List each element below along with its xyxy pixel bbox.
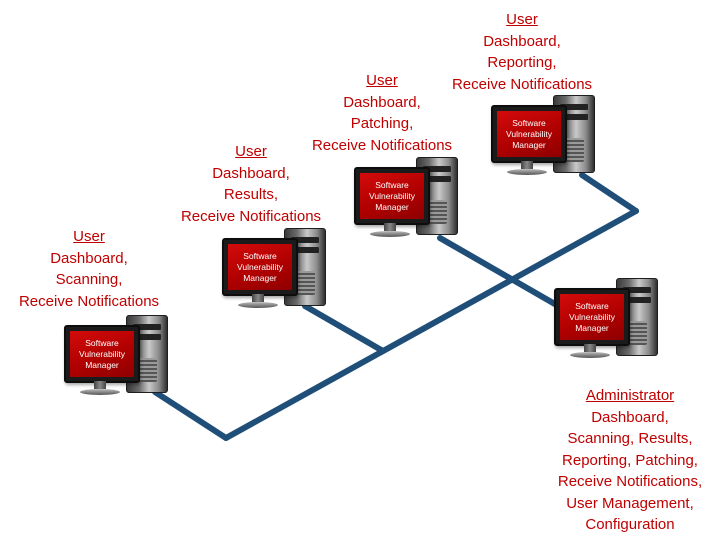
- monitor-stand: [521, 161, 533, 169]
- monitor-icon: Software Vulnerability Manager: [64, 325, 140, 383]
- computer-node-4: Software Vulnerability Manager: [491, 91, 601, 181]
- computer-node-5-admin: Software Vulnerability Manager: [554, 274, 664, 364]
- backbone: [223, 208, 639, 441]
- node-3-role: User: [366, 72, 398, 89]
- node-4-perm-2: Reporting,: [487, 54, 557, 71]
- node-1-role: User: [73, 228, 105, 245]
- node-3-perm-2: Patching,: [350, 115, 414, 132]
- node-2-caption: User Dashboard, Results, Receive Notific…: [181, 141, 321, 227]
- node-2-perm-3: Receive Notifications: [180, 207, 322, 225]
- monitor-base: [370, 231, 410, 237]
- monitor-icon: Software Vulnerability Manager: [491, 105, 567, 163]
- monitor-base: [238, 302, 278, 308]
- computer-node-3: Software Vulnerability Manager: [354, 153, 464, 243]
- monitor-base: [570, 352, 610, 358]
- monitor-stand: [584, 344, 596, 352]
- node-1-caption: User Dashboard, Scanning, Receive Notifi…: [19, 226, 159, 312]
- node-4-role: User: [506, 11, 538, 28]
- computer-node-2: Software Vulnerability Manager: [222, 224, 332, 314]
- node-3-caption: User Dashboard, Patching, Receive Notifi…: [312, 70, 452, 156]
- screen-label: Software Vulnerability Manager: [360, 173, 424, 219]
- link-pc3: [437, 235, 570, 314]
- monitor-base: [80, 389, 120, 395]
- screen-label: Software Vulnerability Manager: [228, 244, 292, 290]
- node-2-role: User: [235, 143, 267, 160]
- link-pc4: [579, 172, 639, 214]
- node-5-caption: Administrator Dashboard, Scanning, Resul…: [558, 385, 702, 536]
- monitor-icon: Software Vulnerability Manager: [354, 167, 430, 225]
- monitor-base: [507, 169, 547, 175]
- node-3-perm-3: Receive Notifications: [311, 136, 453, 154]
- node-5-perm-2: Scanning, Results,: [567, 430, 693, 447]
- computer-node-1: Software Vulnerability Manager: [64, 311, 174, 401]
- link-pc2: [302, 303, 386, 354]
- screen-label: Software Vulnerability Manager: [70, 331, 134, 377]
- node-5-perm-6: Configuration: [585, 516, 675, 533]
- node-5-perm-5: User Management,: [566, 494, 694, 512]
- node-2-perm-2: Results,: [223, 186, 279, 203]
- node-5-role: Administrator: [585, 387, 675, 404]
- monitor-stand: [384, 223, 396, 231]
- monitor-stand: [94, 381, 106, 389]
- node-2-perm-1: Dashboard,: [212, 164, 290, 182]
- screen-label: Software Vulnerability Manager: [560, 294, 624, 340]
- node-1-perm-3: Receive Notifications: [18, 292, 160, 310]
- node-3-perm-1: Dashboard,: [343, 93, 421, 111]
- monitor-stand: [252, 294, 264, 302]
- node-1-perm-2: Scanning,: [55, 271, 123, 288]
- node-1-perm-1: Dashboard,: [50, 249, 128, 267]
- node-5-perm-1: Dashboard,: [591, 408, 669, 426]
- node-4-perm-1: Dashboard,: [483, 32, 561, 50]
- node-4-caption: User Dashboard, Reporting, Receive Notif…: [452, 9, 592, 95]
- link-pc1: [152, 389, 229, 441]
- node-4-perm-3: Receive Notifications: [451, 75, 593, 93]
- tower-icon: [616, 278, 658, 356]
- node-5-perm-3: Reporting, Patching,: [562, 451, 698, 469]
- node-5-perm-4: Receive Notifications,: [557, 473, 703, 490]
- monitor-icon: Software Vulnerability Manager: [222, 238, 298, 296]
- screen-label: Software Vulnerability Manager: [497, 111, 561, 157]
- monitor-icon: Software Vulnerability Manager: [554, 288, 630, 346]
